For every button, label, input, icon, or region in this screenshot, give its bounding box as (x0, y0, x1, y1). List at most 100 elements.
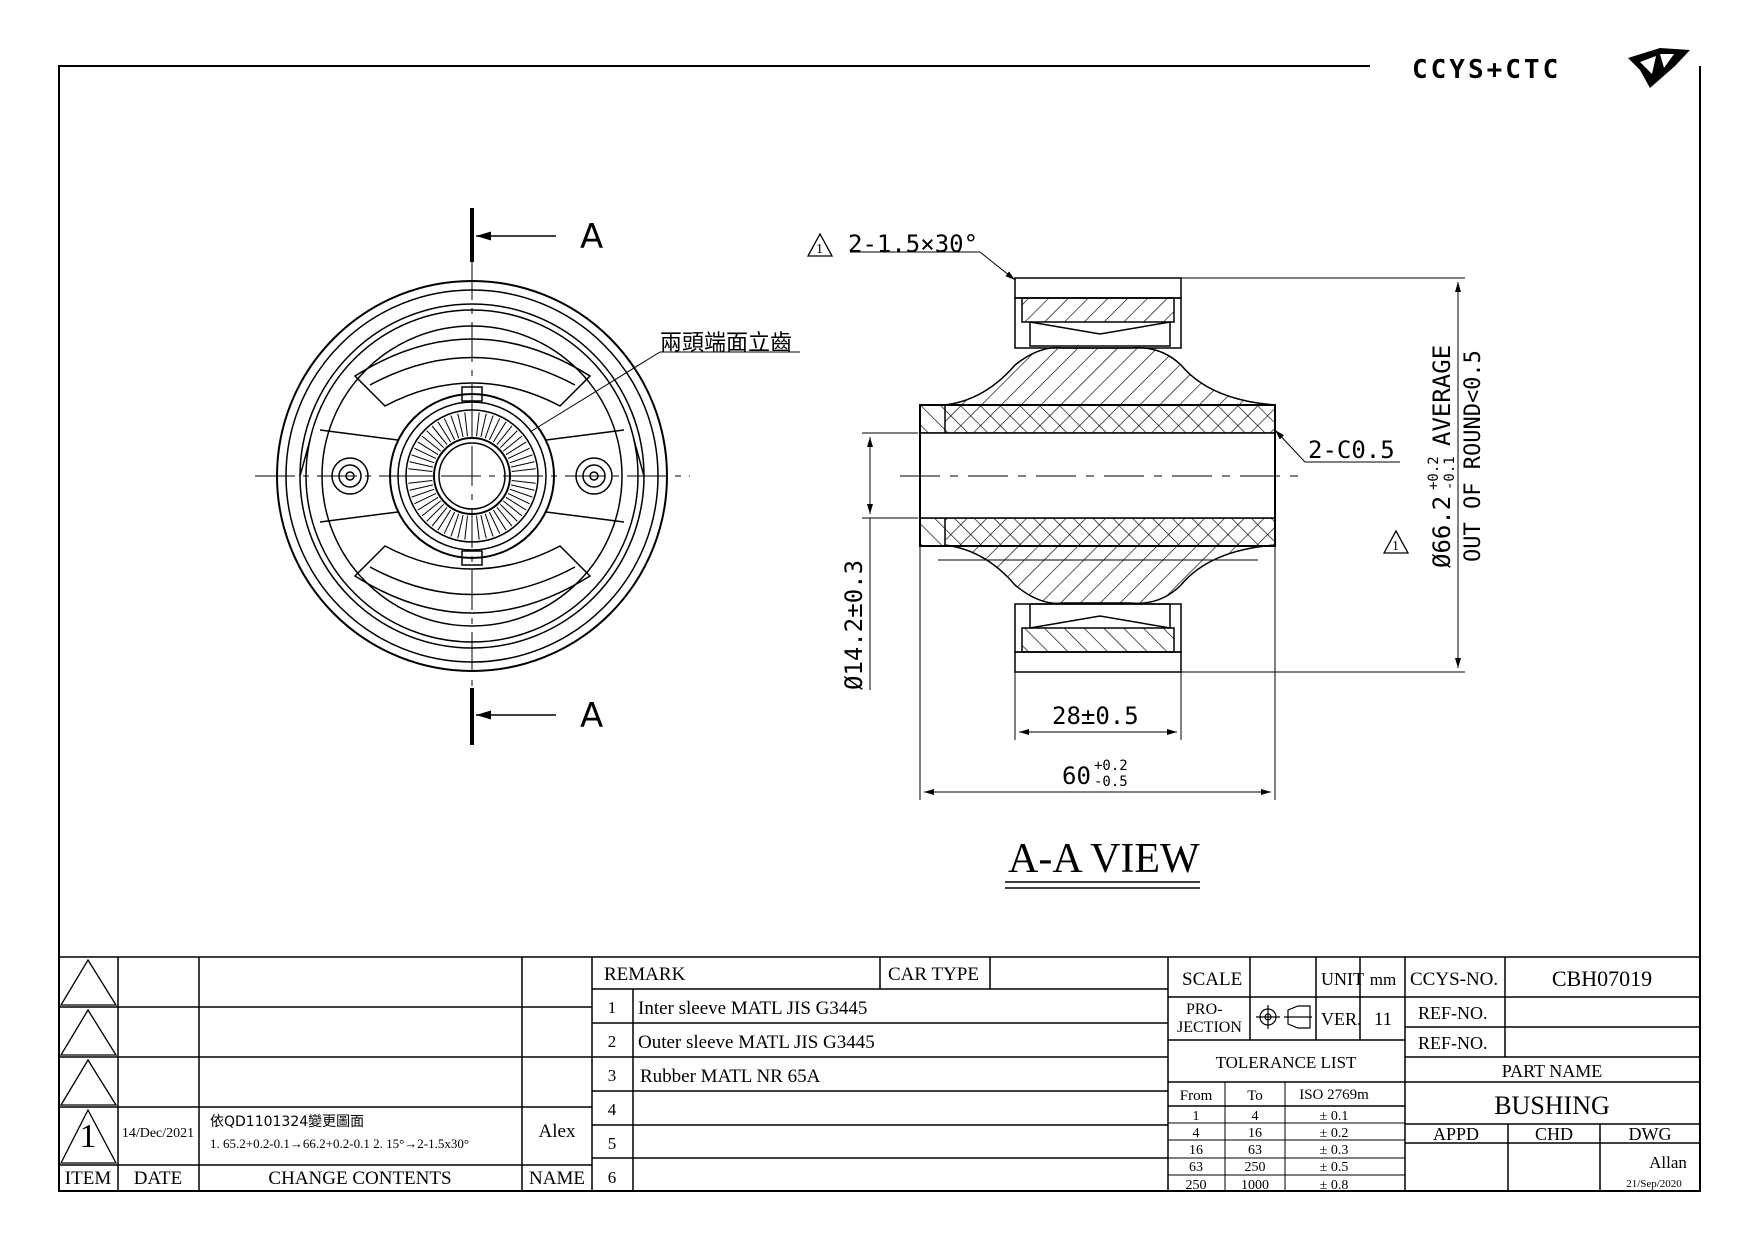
remark-no-3: 3 (608, 1066, 617, 1085)
serration-tooth (502, 500, 523, 517)
title-block-grid (59, 956, 1700, 1191)
serration-tooth (426, 430, 445, 449)
remark-text-3: Rubber MATL NR 65A (640, 1066, 821, 1087)
width-dimension: 28±0.5 (1052, 702, 1139, 730)
section-mark-top: A (580, 217, 603, 257)
rev-content-4a: 依QD1101324變更圖面 (210, 1114, 364, 1130)
serration-tooth (496, 425, 513, 446)
tol-to-2: 16 (1248, 1126, 1262, 1141)
ccys-no-label: CCYS-NO. (1410, 969, 1498, 990)
tol-from-5: 250 (1186, 1178, 1207, 1193)
ref-no-label-1: REF-NO. (1418, 1003, 1488, 1023)
serration-tooth (431, 425, 448, 446)
serration-tooth (443, 511, 456, 534)
tol-header-iso: ISO 2769m (1299, 1087, 1369, 1103)
serration-tooth (509, 454, 533, 464)
serration-tooth (437, 421, 452, 443)
tol-header-to: To (1247, 1088, 1263, 1104)
revision-table-triangles (59, 958, 118, 1164)
title-block-text: 1 14/Dec/2021 依QD1101324變更圖面 1. 65.2+0.2… (65, 964, 1688, 1193)
remark-no-4: 4 (608, 1100, 617, 1119)
front-view-centerlines (255, 260, 690, 692)
length-dimension: 60 (1062, 762, 1091, 790)
serration-tooth (505, 496, 527, 511)
section-mark-bottom: A (580, 696, 603, 736)
rev-mark-od: 1 (1392, 539, 1399, 554)
serration-tooth (450, 513, 460, 537)
remark-text-1: Inter sleeve MATL JIS G3445 (638, 998, 867, 1019)
projection-label-2: JECTION (1177, 1019, 1242, 1036)
serration-tooth (507, 492, 530, 505)
company-logo: CCYS+CTC (1412, 48, 1690, 88)
serration-tooth (411, 488, 435, 498)
serration-tooth (507, 447, 530, 460)
revision-triangle-1 (806, 232, 1410, 554)
remark-no-1: 1 (608, 998, 617, 1017)
serration-tooth (476, 515, 480, 540)
appd-label: APPD (1433, 1124, 1479, 1144)
tolerance-title: TOLERANCE LIST (1216, 1053, 1357, 1072)
serration-tooth (437, 509, 452, 531)
od-tol-upper: +0.2 (1426, 456, 1442, 490)
tol-to-5: 1000 (1241, 1178, 1269, 1193)
serration-tooth (421, 500, 442, 517)
serration-callout: 兩頭端面立齒 (660, 331, 792, 356)
tol-from-3: 16 (1189, 1143, 1203, 1158)
section-dimensions (850, 251, 1465, 800)
rev-item-4: 1 (80, 1118, 97, 1155)
remark-no-2: 2 (608, 1032, 617, 1051)
serration-tooth (502, 435, 523, 452)
serration-tooth (480, 514, 487, 539)
chamfer-note: 2-1.5×30° (848, 230, 978, 258)
rev-name-4: Alex (539, 1121, 576, 1142)
chd-label: CHD (1535, 1124, 1573, 1144)
remark-no-5: 5 (608, 1134, 617, 1153)
serration-tooth (510, 461, 535, 468)
serration-tooth (484, 513, 494, 537)
dwg-date: 21/Sep/2020 (1626, 1178, 1682, 1190)
header-item: ITEM (65, 1168, 112, 1189)
serration-tooth (510, 484, 535, 491)
od-tol-lower: -0.1 (1442, 456, 1458, 490)
tol-from-4: 63 (1189, 1160, 1203, 1175)
serration-tooth (450, 415, 460, 439)
header-name: NAME (529, 1168, 585, 1189)
serration-tooth (511, 468, 536, 472)
tol-to-3: 63 (1248, 1143, 1262, 1158)
serration-tooth (411, 454, 435, 464)
remark-text-2: Outer sleeve MATL JIS G3445 (638, 1032, 875, 1053)
serration-tooth (511, 480, 536, 484)
serration-tooth (488, 418, 501, 441)
ver-value: 11 (1374, 1009, 1392, 1030)
serration-tooth (492, 509, 507, 531)
section-arrows (476, 231, 556, 720)
rev-mark-chamfer: 1 (816, 242, 823, 257)
tol-val-2: ± 0.2 (1320, 1126, 1349, 1141)
od-suffix: AVERAGE (1428, 345, 1456, 446)
projection-label-1: PRO- (1186, 1001, 1222, 1018)
serration-tooth (414, 492, 437, 505)
serration-tooth (457, 413, 464, 438)
header-date: DATE (134, 1168, 183, 1189)
tol-from-2: 4 (1193, 1126, 1200, 1141)
rev-content-4b: 1. 65.2+0.2-0.1→66.2+0.2-0.1 2. 15°→2-1.… (210, 1136, 469, 1151)
view-title: A-A VIEW (1008, 836, 1200, 882)
part-name-label: PART NAME (1502, 1061, 1602, 1081)
serration-tooth (464, 515, 468, 540)
roundness-note: OUT OF ROUND<0.5 (1461, 350, 1486, 562)
tol-from-1: 1 (1193, 1109, 1200, 1124)
serration-tooth (457, 514, 464, 539)
serration-tooth (464, 412, 468, 437)
serration-tooth (414, 447, 437, 460)
serration-tooth (417, 496, 439, 511)
remark-label: REMARK (604, 964, 686, 985)
serration-teeth (408, 412, 536, 540)
serration-tooth (496, 506, 513, 527)
tol-to-4: 250 (1245, 1160, 1266, 1175)
serration-tooth (408, 468, 433, 472)
rev-date-4: 14/Dec/2021 (122, 1126, 194, 1141)
dwg-value: Allan (1649, 1153, 1687, 1172)
od-dimension: Ø66.2 (1428, 496, 1456, 568)
tol-to-1: 4 (1252, 1109, 1259, 1124)
